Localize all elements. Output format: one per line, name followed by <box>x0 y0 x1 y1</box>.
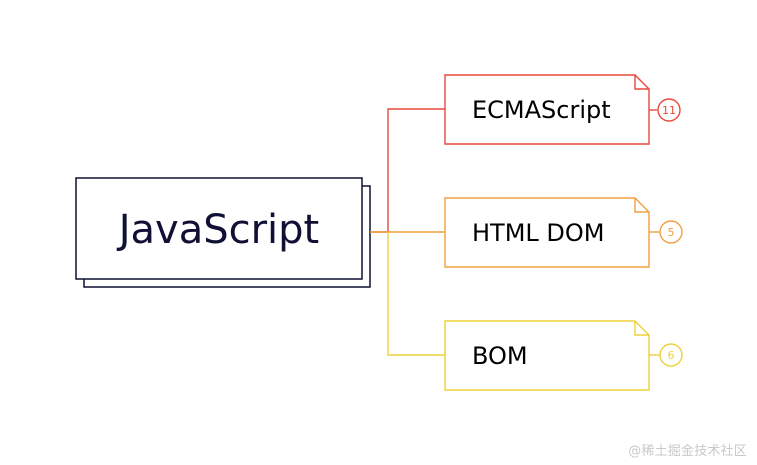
branch-label: ECMAScript <box>472 96 611 124</box>
count-badge-text: 11 <box>662 104 676 117</box>
branch-box <box>444 197 650 268</box>
watermark: @稀土掘金技术社区 <box>628 444 747 459</box>
folded-corner-icon <box>634 198 649 213</box>
branch-node-bom[interactable]: BOM 6 <box>444 320 683 391</box>
count-badge <box>659 343 683 367</box>
branch-node-ecmascript[interactable]: ECMAScript 11 <box>444 74 681 145</box>
branch-box <box>444 74 650 145</box>
folded-corner-icon <box>634 321 649 336</box>
branch-label: BOM <box>472 342 528 370</box>
root-node-box <box>75 177 363 280</box>
count-badge <box>657 98 681 122</box>
root-node[interactable]: JavaScript <box>75 177 371 288</box>
root-node-label: JavaScript <box>116 207 320 253</box>
folded-corner-icon <box>634 75 649 90</box>
count-badge-text: 5 <box>668 226 675 239</box>
connector-bom <box>387 232 445 356</box>
count-badge <box>659 220 683 244</box>
branch-label: HTML DOM <box>472 219 605 247</box>
branch-box <box>444 320 650 391</box>
connector-ecmascript <box>370 108 445 233</box>
connectors <box>370 108 445 356</box>
branch-node-html-dom[interactable]: HTML DOM 5 <box>444 197 683 268</box>
count-badge-text: 6 <box>668 349 675 362</box>
